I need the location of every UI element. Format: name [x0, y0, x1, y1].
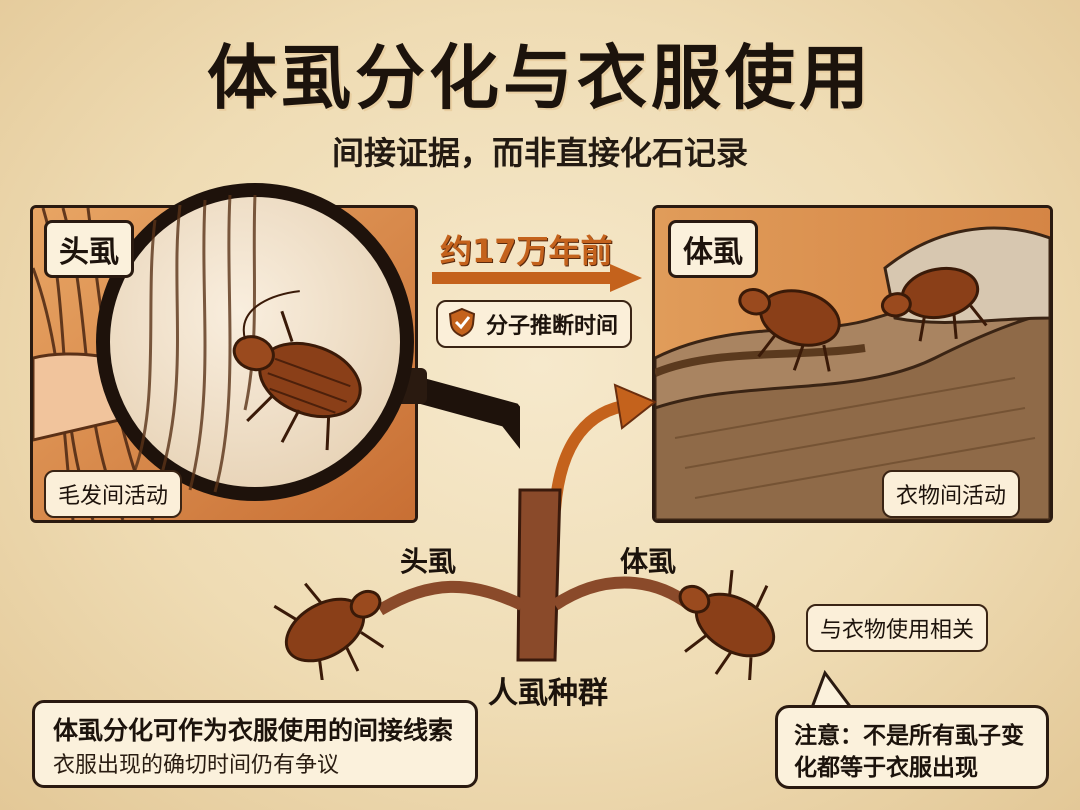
caution-box: 注意：不是所有虱子变 化都等于衣服出现 — [775, 705, 1049, 789]
page-title: 体虱分化与衣服使用 — [207, 37, 873, 119]
molecular-badge-label: 分子推断时间 — [486, 314, 619, 339]
body-louse-tag: 体虱 — [668, 220, 758, 278]
conclusion-box: 体虱分化可作为衣服使用的间接线索 衣服出现的确切时间仍有争议 — [32, 700, 478, 788]
tree-root-label: 人虱种群 — [488, 676, 608, 711]
head-louse-tag: 头虱 — [44, 220, 134, 278]
arrow-right-icon — [432, 264, 642, 292]
association-note: 与衣物使用相关 — [806, 604, 989, 652]
page-subtitle: 间接证据，而非直接化石记录 — [331, 134, 748, 172]
timeline-label: 约17万年前 — [440, 232, 613, 270]
magnifier-icon — [96, 183, 520, 501]
tree-left-branch-label: 头虱 — [400, 545, 457, 578]
shield-check-icon — [448, 307, 476, 337]
caution-line2: 化都等于衣服出现 — [794, 755, 978, 781]
caution-line1: 注意：不是所有虱子变 — [794, 723, 1024, 749]
molecular-badge: 分子推断时间 — [436, 300, 633, 348]
head-louse-caption: 毛发间活动 — [44, 470, 183, 518]
body-louse-caption: 衣物间活动 — [882, 470, 1021, 518]
tree-right-branch-label: 体虱 — [620, 545, 677, 578]
conclusion-line2: 衣服出现的确切时间仍有争议 — [53, 753, 340, 778]
lineage-tree — [273, 383, 776, 680]
conclusion-line1: 体虱分化可作为衣服使用的间接线索 — [53, 716, 454, 745]
